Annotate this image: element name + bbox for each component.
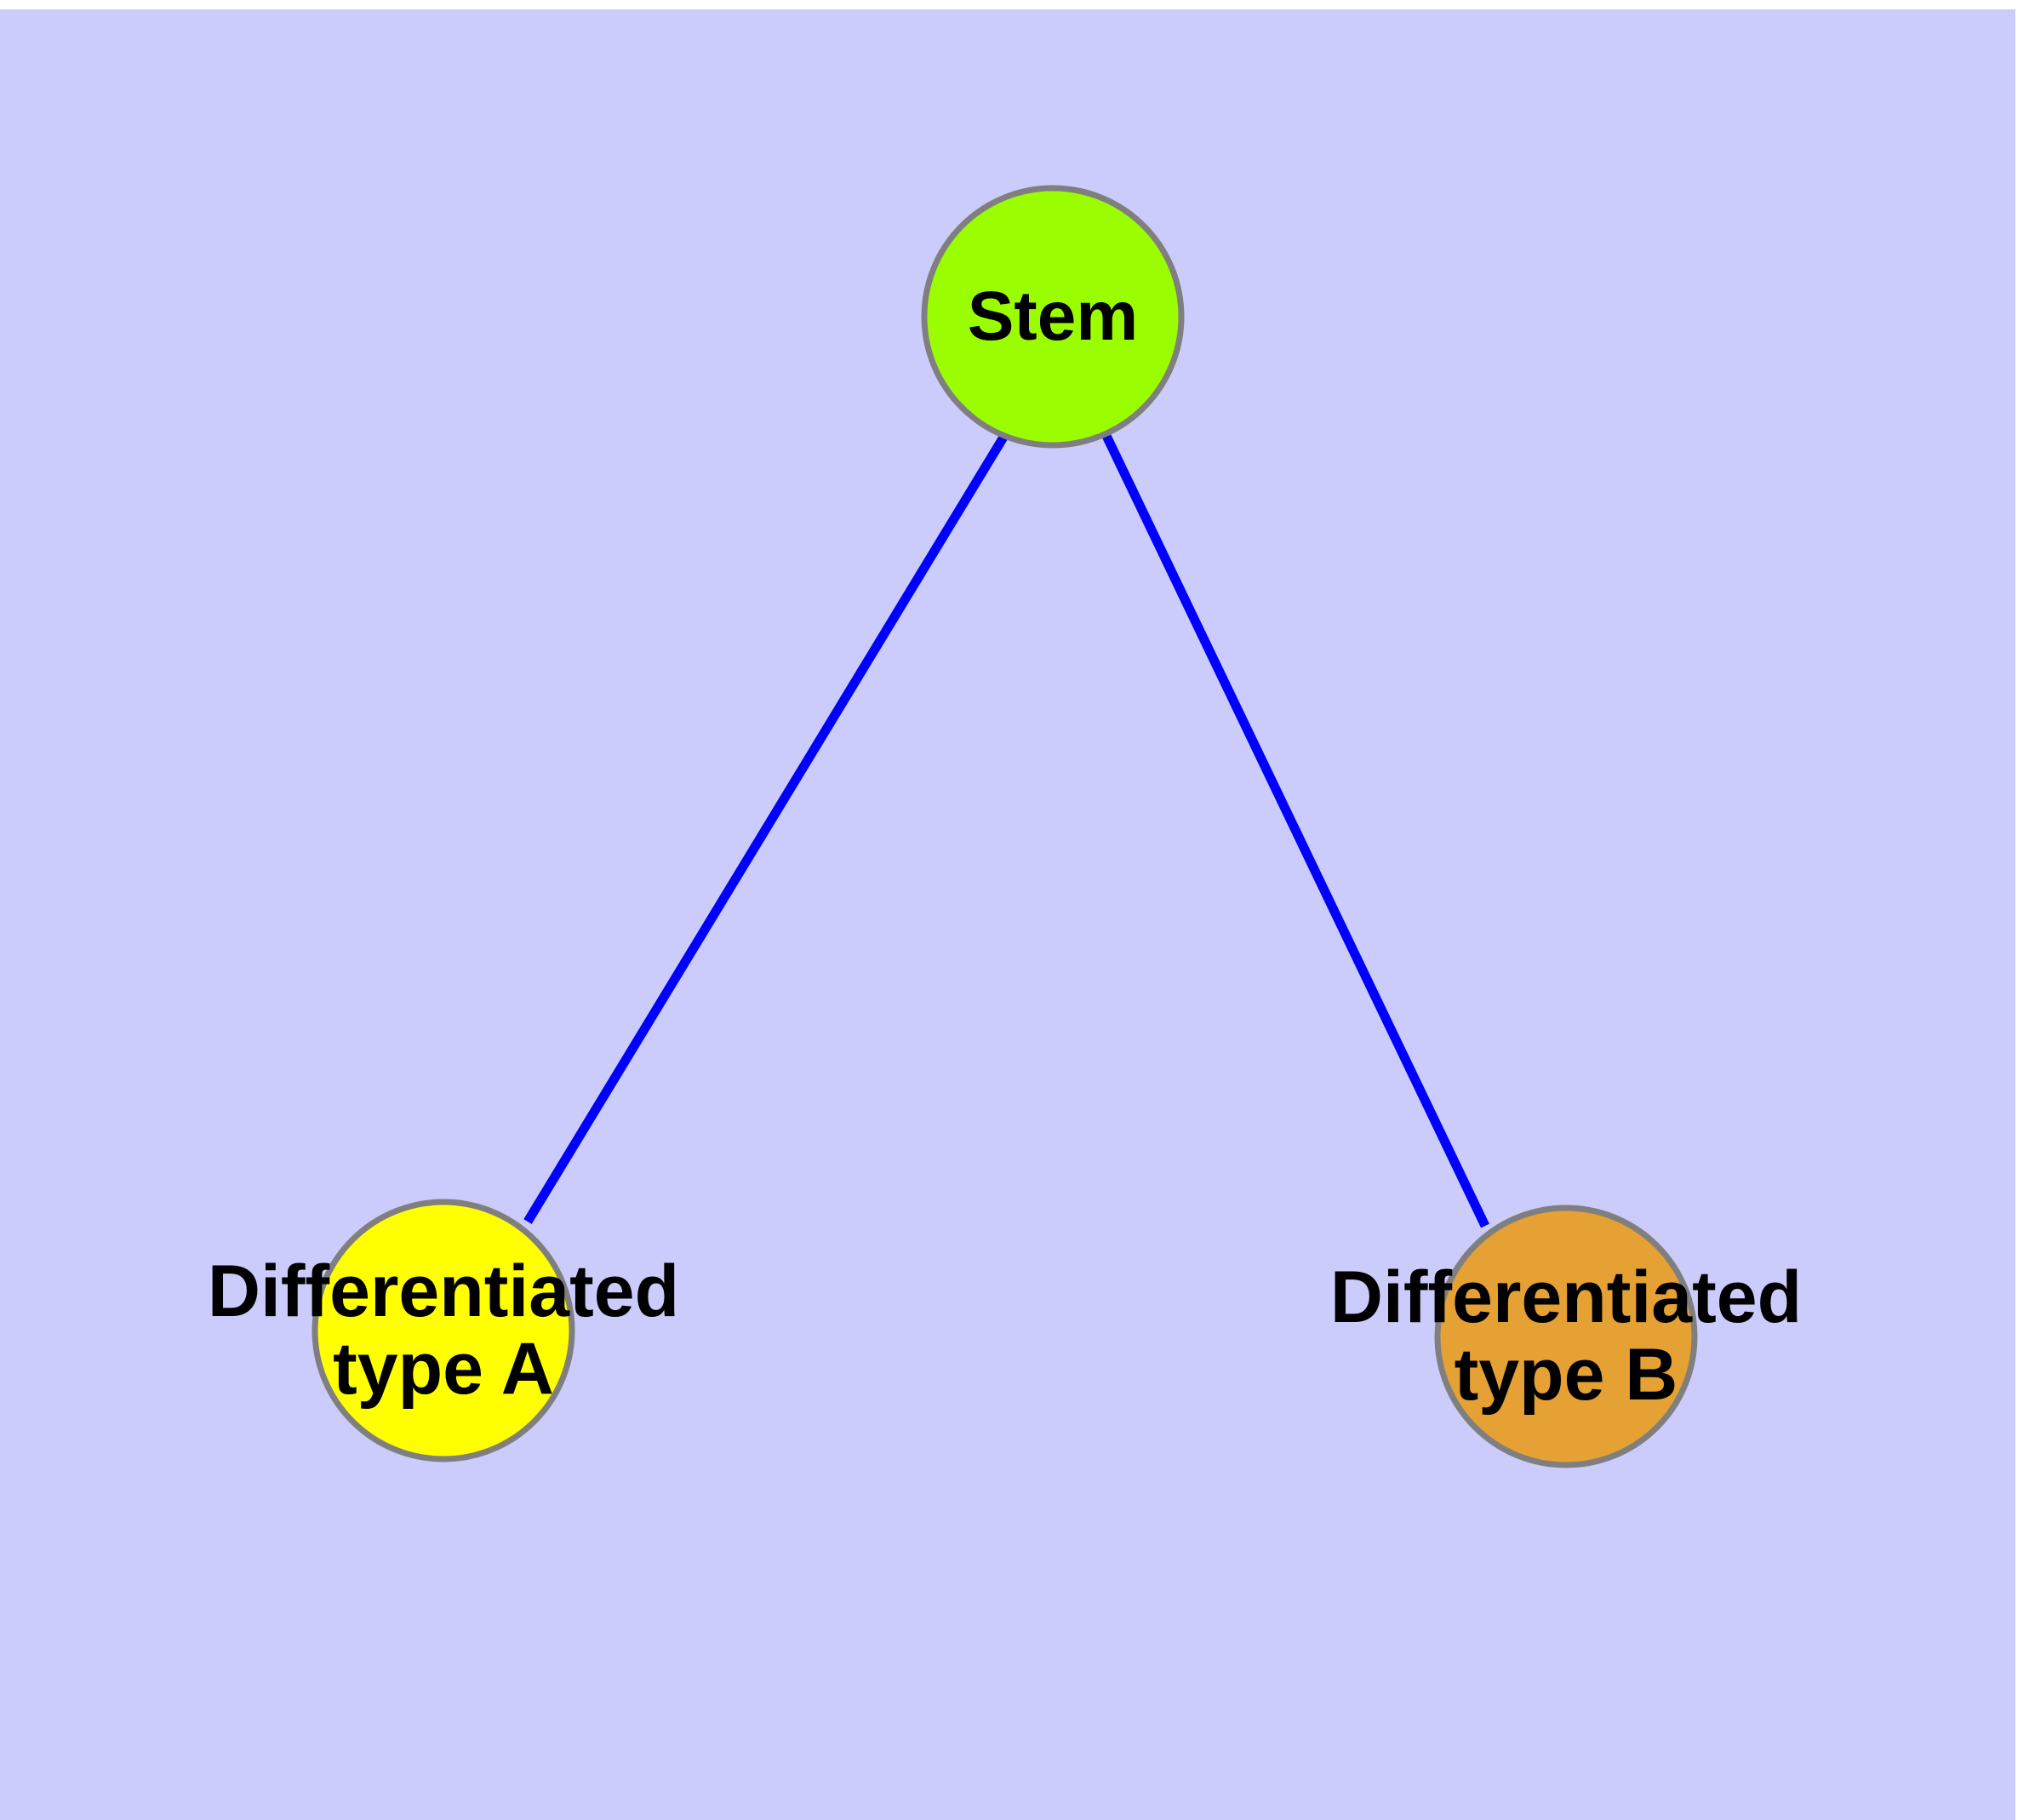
node-layer	[311, 185, 1698, 1468]
node-differentiated-type-b[interactable]	[1434, 1205, 1698, 1468]
edge-layer	[523, 433, 1489, 1228]
edge-stem-to-differentiated-type-b	[1102, 433, 1489, 1228]
node-differentiated-type-a[interactable]	[311, 1199, 575, 1462]
node-stem[interactable]	[921, 185, 1185, 449]
edge-stem-to-differentiated-type-a	[523, 433, 1009, 1224]
